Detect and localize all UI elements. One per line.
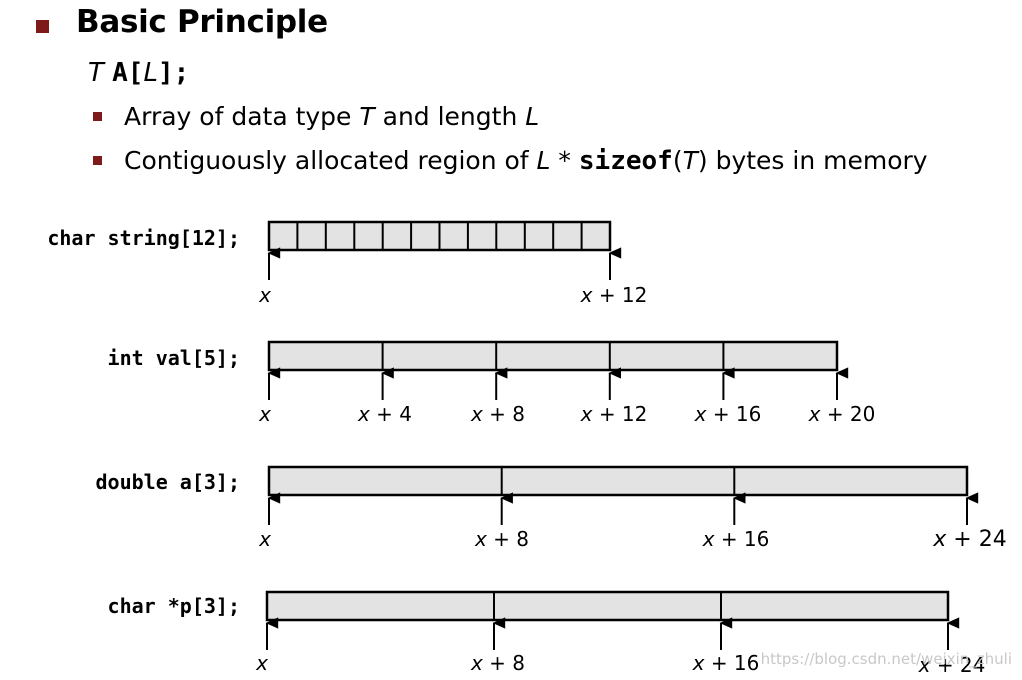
bullet-text-part: T [359, 102, 375, 131]
address-label: x + 8 [474, 527, 530, 551]
bullet-text: Contiguously allocated region of L * siz… [124, 146, 928, 176]
array-decl-string: char string[12]; [47, 226, 240, 250]
bullet-text-part: Array of data type [124, 102, 360, 131]
address-label: x + 20 [808, 402, 876, 426]
bullet-text: Array of data type T and length L [124, 102, 539, 131]
address-label: x + 4 [357, 402, 413, 426]
address-label: x + 16 [694, 402, 762, 426]
array-pointer [265, 590, 960, 650]
address-label: x + 8 [470, 402, 526, 426]
array-string [267, 220, 622, 280]
array-decl-int: int val[5]; [107, 346, 240, 370]
watermark: https://blog.csdn.net/weixin_zhuli [760, 650, 1012, 668]
address-label: x + 8 [470, 651, 526, 675]
address-label: x [259, 283, 271, 307]
title-bullet-icon [36, 20, 49, 33]
address-label: x [259, 527, 271, 551]
bullet-text-part: L [525, 102, 540, 131]
bullet-text-part: ( [672, 146, 683, 175]
decl-name: A[ [112, 58, 144, 88]
address-label: x + 24 [933, 527, 1007, 552]
bullet-text-part: T [682, 146, 698, 175]
bullet-text-part: L [536, 146, 551, 175]
address-label: x + 12 [580, 402, 648, 426]
array-double [267, 465, 979, 525]
bullet-text-part: Contiguously allocated region of [124, 146, 537, 175]
address-label: x + 16 [702, 527, 770, 551]
decl-length: L [143, 58, 158, 88]
bullet-text-part: bytes in memory [707, 146, 928, 175]
bullet-text-part: and length [374, 102, 526, 131]
address-label: x + 16 [692, 651, 760, 675]
address-label: x + 24 [918, 653, 986, 677]
address-label: x [256, 651, 268, 675]
decl-close: ]; [157, 58, 190, 88]
bullet-text-part: * [550, 146, 579, 175]
bullet-text-part: ) [697, 146, 708, 175]
decl-type: T [88, 58, 104, 88]
bullet-text-part: sizeof [578, 146, 673, 176]
bullet-icon [93, 112, 102, 121]
bullet-icon [93, 156, 102, 165]
array-int [267, 340, 849, 400]
array-decl-double: double a[3]; [95, 470, 241, 494]
page-title: Basic Principle [76, 4, 328, 40]
address-label: x [259, 402, 271, 426]
address-label: x + 12 [580, 283, 648, 307]
declaration: T A[L]; [88, 58, 189, 88]
array-decl-pointer: char *p[3]; [107, 594, 240, 618]
